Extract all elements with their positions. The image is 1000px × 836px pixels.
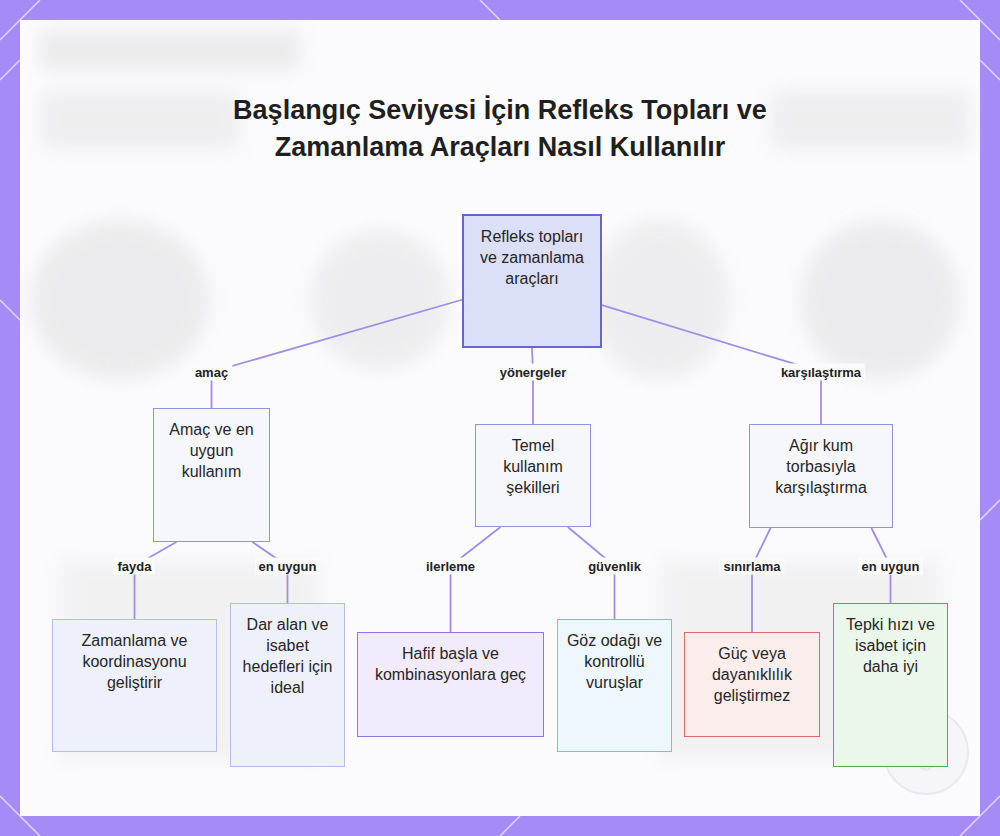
edge-label: amaç — [191, 364, 232, 381]
node-text: Refleks topları ve zamanlama araçları — [472, 226, 592, 289]
node-text: Güç veya dayanıklılık geliştirmez — [693, 643, 811, 706]
node-text: Göz odağı ve kontrollü vuruşlar — [566, 630, 663, 693]
leaf-box: Tepki hızı ve isabet için daha iyi — [833, 603, 948, 767]
connector — [135, 542, 177, 619]
root-box: Refleks topları ve zamanlama araçları — [462, 214, 602, 348]
connector — [451, 527, 501, 632]
branch-box: Amaç ve en uygun kullanım — [153, 408, 270, 542]
connector — [752, 528, 771, 632]
edge-label: en uygun — [858, 558, 924, 575]
edge-label: fayda — [114, 558, 156, 575]
node-text: Dar alan ve isabet hedefleri için ideal — [239, 614, 336, 698]
edge-label: en uygun — [255, 558, 321, 575]
node-text: Amaç ve en uygun kullanım — [162, 419, 261, 482]
leaf-box: Hafif başla ve kombinasyonlara geç — [357, 632, 544, 737]
leaf-box: Dar alan ve isabet hedefleri için ideal — [230, 603, 345, 767]
leaf-box: Güç veya dayanıklılık geliştirmez — [684, 632, 820, 737]
edge-label: güvenlik — [584, 558, 645, 575]
edge-label: karşılaştırma — [777, 364, 865, 381]
connector — [212, 300, 463, 408]
edge-label: yönergeler — [496, 364, 570, 381]
leaf-box: Göz odağı ve kontrollü vuruşlar — [557, 619, 672, 752]
node-text: Temel kullanım şekilleri — [484, 435, 582, 498]
node-text: Tepki hızı ve isabet için daha iyi — [842, 614, 939, 677]
branch-box: Ağır kum torbasıyla karşılaştırma — [749, 424, 893, 528]
branch-box: Temel kullanım şekilleri — [475, 424, 591, 527]
node-text: Ağır kum torbasıyla karşılaştırma — [758, 435, 884, 498]
connector — [532, 348, 533, 424]
node-text: Hafif başla ve kombinasyonlara geç — [366, 643, 535, 685]
diagram-title: Başlangıç Seviyesi İçin Refleks Topları … — [220, 92, 780, 166]
edge-label: ilerleme — [422, 558, 479, 575]
leaf-box: Zamanlama ve koordinasyonu geliştirir — [52, 619, 217, 752]
edge-label: sınırlama — [719, 558, 784, 575]
node-text: Zamanlama ve koordinasyonu geliştirir — [61, 630, 208, 693]
